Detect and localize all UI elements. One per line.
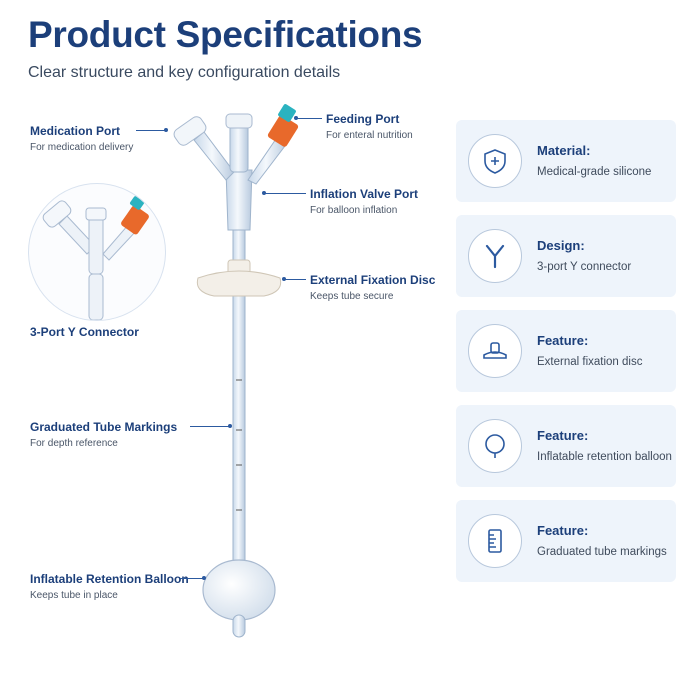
inset-label: 3-Port Y Connector <box>30 325 139 339</box>
callout-external-fixation-disc: External Fixation Disc Keeps tube secure <box>310 273 435 302</box>
spec-value: Graduated tube markings <box>537 546 667 558</box>
callout-feeding-port: Feeding Port For enteral nutrition <box>326 112 413 141</box>
leader-line <box>296 118 322 119</box>
spec-value: External fixation disc <box>537 356 643 368</box>
spec-card-design: Design: 3-port Y connector <box>456 215 676 297</box>
spec-label: Feature: <box>537 333 589 348</box>
y-connector-inset <box>28 183 166 321</box>
leader-line <box>190 426 230 427</box>
callout-subtitle: For balloon inflation <box>310 205 398 216</box>
leader-dot <box>294 116 298 120</box>
callout-title: Graduated Tube Markings <box>30 420 178 434</box>
callout-medication-port: Medication Port For medication delivery <box>30 124 133 153</box>
spec-label: Feature: <box>537 428 589 443</box>
callout-subtitle: For enteral nutrition <box>326 130 413 141</box>
callout-inflation-valve-port: Inflation Valve Port For balloon inflati… <box>310 187 418 216</box>
y-connector-icon <box>468 229 522 283</box>
leader-dot <box>282 277 286 281</box>
callout-graduated-markings: Graduated Tube Markings For depth refere… <box>30 420 177 449</box>
spec-value: Medical-grade silicone <box>537 166 652 178</box>
callout-title: Inflatable Retention Balloon <box>30 572 189 586</box>
callout-subtitle: Keeps tube in place <box>30 590 118 601</box>
ruler-icon <box>468 514 522 568</box>
page-title: Product Specifications <box>28 14 423 55</box>
spec-label: Design: <box>537 238 585 253</box>
callout-title: External Fixation Disc <box>310 273 436 287</box>
spec-value: Inflatable retention balloon <box>537 451 672 463</box>
balloon-icon <box>468 419 522 473</box>
y-connector-closeup-image <box>42 196 149 320</box>
spec-value: 3-port Y connector <box>537 261 632 273</box>
leader-line <box>136 130 166 131</box>
leader-dot <box>262 191 266 195</box>
callout-subtitle: For medication delivery <box>30 142 134 153</box>
leader-dot <box>228 424 232 428</box>
leader-line <box>180 578 204 579</box>
spec-card-balloon: Feature: Inflatable retention balloon <box>456 405 676 487</box>
leader-line <box>284 279 306 280</box>
spec-card-markings: Feature: Graduated tube markings <box>456 500 676 582</box>
spec-label: Feature: <box>537 523 589 538</box>
callout-subtitle: For depth reference <box>30 438 118 449</box>
gastrostomy-tube-illustration <box>173 104 299 638</box>
callout-subtitle: Keeps tube secure <box>310 291 394 302</box>
spec-card-material: Material: Medical-grade silicone <box>456 120 676 202</box>
callout-retention-balloon: Inflatable Retention Balloon Keeps tube … <box>30 572 189 601</box>
callout-title: Medication Port <box>30 124 121 138</box>
spec-card-fixation-disc: Feature: External fixation disc <box>456 310 676 392</box>
fixation-disc-icon <box>468 324 522 378</box>
spec-label: Material: <box>537 143 591 158</box>
leader-dot <box>164 128 168 132</box>
callout-title: Feeding Port <box>326 112 400 126</box>
shield-plus-icon <box>468 134 522 188</box>
leader-dot <box>202 576 206 580</box>
leader-line <box>264 193 306 194</box>
callout-title: Inflation Valve Port <box>310 187 419 201</box>
page-subtitle: Clear structure and key configuration de… <box>28 64 341 81</box>
